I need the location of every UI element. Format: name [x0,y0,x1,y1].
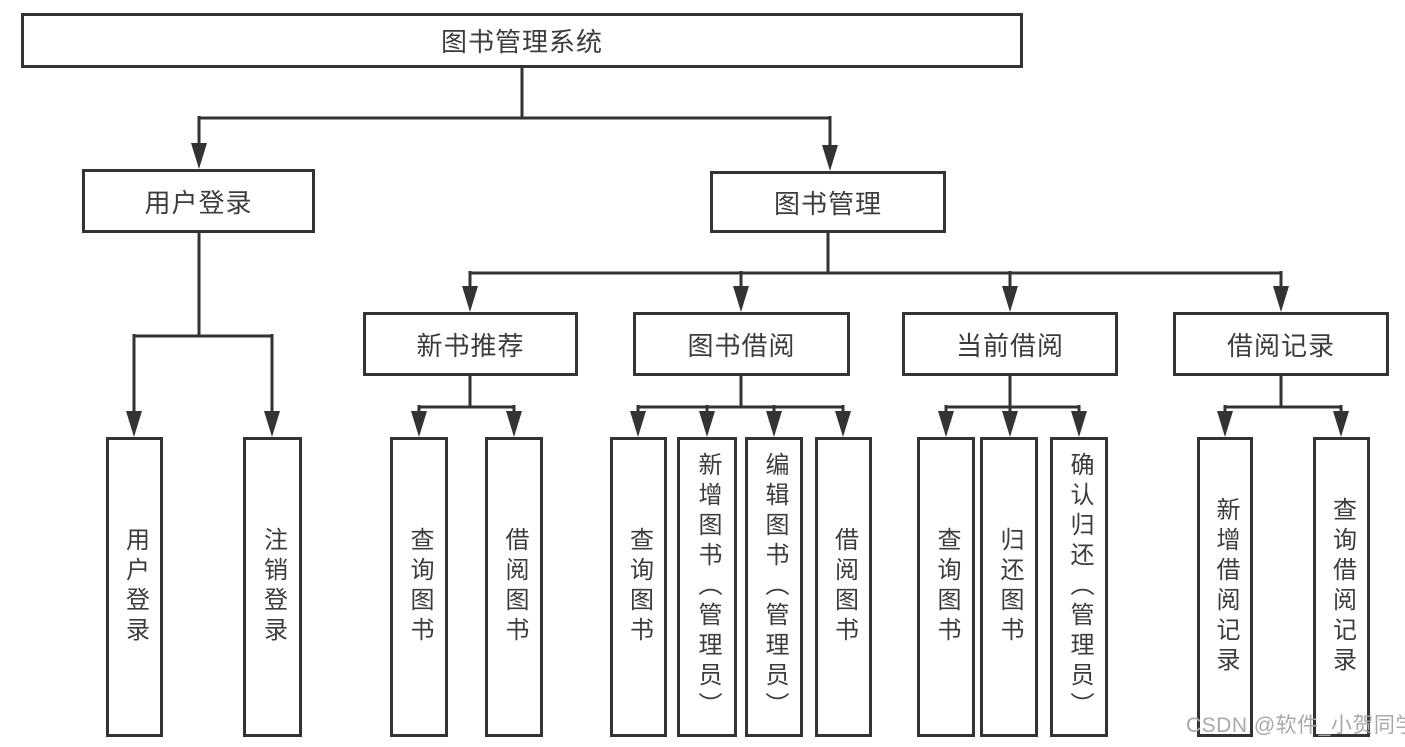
node-label: 查询借阅记录 [1328,497,1356,677]
node-label: 编辑图书（管理员） [761,452,788,722]
node-label: 图书管理 [773,188,882,219]
leaf-current-query-books: 查询图书 [917,437,975,737]
node-label: 当前借阅 [955,330,1064,361]
node-label: 借阅记录 [1226,330,1335,361]
leaf-records-add-borrow-record: 新增借阅记录 [1197,437,1253,737]
leaf-recommend-borrow-books: 借阅图书 [485,437,543,737]
leaf-current-confirm-return-admin: 确认归还（管理员） [1050,437,1108,737]
node-book-management: 图书管理 [710,171,946,233]
node-label: 新增图书（管理员） [694,452,721,722]
node-label: 用户登录 [144,187,253,218]
node-label: 新书推荐 [416,330,525,361]
node-current-borrowing: 当前借阅 [902,312,1118,376]
node-label: 注销登录 [259,527,287,647]
node-library-management-system: 图书管理系统 [21,13,1023,68]
node-new-book-recommend: 新书推荐 [363,312,578,376]
leaf-user-login: 用户登录 [106,437,163,737]
leaf-borrowing-query-books: 查询图书 [610,437,667,737]
node-label: 用户登录 [121,527,149,647]
csdn-watermark: CSDN @软件_小贺同学 [1186,714,1405,737]
leaf-borrowing-edit-books-admin: 编辑图书（管理员） [745,437,803,737]
leaf-borrowing-borrow-books: 借阅图书 [815,437,872,737]
leaf-recommend-query-books: 查询图书 [390,437,448,737]
node-label: 查询图书 [625,527,653,647]
leaf-records-query-borrow-record: 查询借阅记录 [1313,437,1370,737]
leaf-logout-login: 注销登录 [243,437,302,737]
node-label: 确认归还（管理员） [1066,452,1093,722]
node-label: 归还图书 [996,527,1023,647]
node-label: 图书借阅 [687,330,796,361]
node-label: 图书管理系统 [440,27,603,57]
node-label: 新增借阅记录 [1212,497,1239,677]
node-label: 查询图书 [406,527,433,647]
node-label: 查询图书 [933,527,960,647]
node-borrowing-records: 借阅记录 [1173,312,1389,376]
node-book-borrowing: 图书借阅 [633,312,850,376]
leaf-current-return-books: 归还图书 [980,437,1038,737]
node-user-login: 用户登录 [82,169,315,233]
leaf-borrowing-add-books-admin: 新增图书（管理员） [677,437,737,737]
node-label: 借阅图书 [830,527,858,647]
node-label: 借阅图书 [501,527,528,647]
